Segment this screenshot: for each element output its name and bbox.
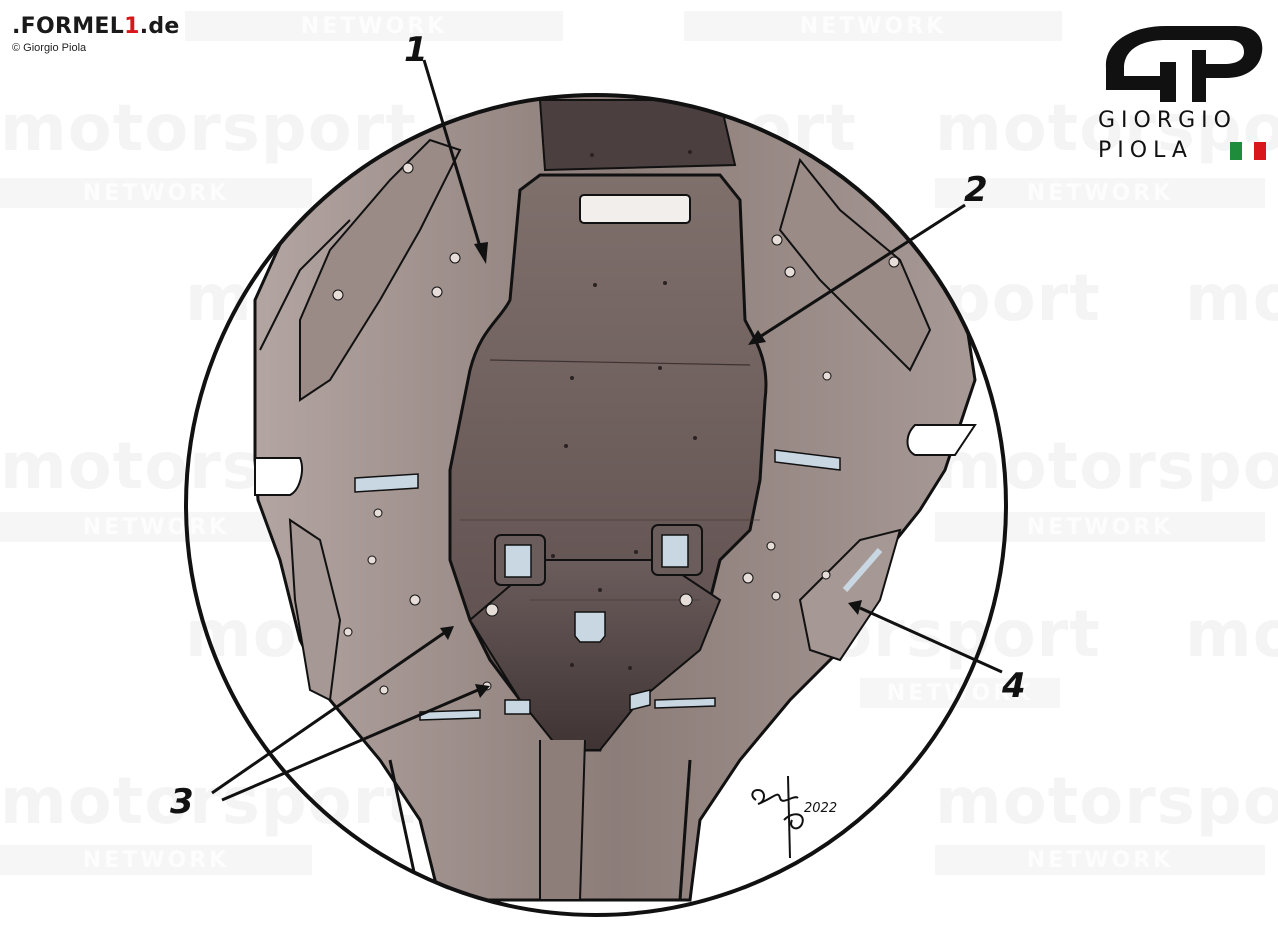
brand-header: .FORMEL1.de © Giorgio Piola [12, 14, 180, 54]
gp-monogram-icon [1105, 26, 1263, 102]
brand-one: 1 [124, 14, 140, 39]
callout-arrows [211, 59, 1003, 802]
left-channel [299, 138, 462, 402]
callout-4: 4 [1002, 666, 1026, 706]
copyright-credit: © Giorgio Piola [12, 42, 87, 54]
right-channel [778, 157, 932, 372]
brand-logo[interactable]: .FORMEL1.de [12, 14, 180, 39]
floor-assembly [253, 95, 977, 902]
arrow-1 [422, 59, 483, 251]
detail-frame-circle [184, 93, 1008, 917]
callout-1: 1 [404, 30, 428, 70]
arrow-2 [757, 203, 966, 340]
arrowheads [440, 242, 862, 698]
arrow-3a [211, 631, 445, 795]
callout-3: 3 [170, 782, 194, 822]
artist-signature: 2022 [751, 775, 837, 859]
signature-year: 2022 [804, 801, 837, 816]
brand-suffix: .de [139, 14, 180, 39]
arrow-4 [859, 606, 1003, 674]
brand-prefix: .FORMEL [12, 14, 125, 39]
callout-2: 2 [964, 170, 988, 210]
arrow-3b [221, 688, 479, 802]
artist-name-line2: PIOLA [1098, 138, 1193, 163]
italian-flag-icon [1230, 142, 1266, 160]
artist-name-line1: GIORGIO [1098, 108, 1237, 133]
